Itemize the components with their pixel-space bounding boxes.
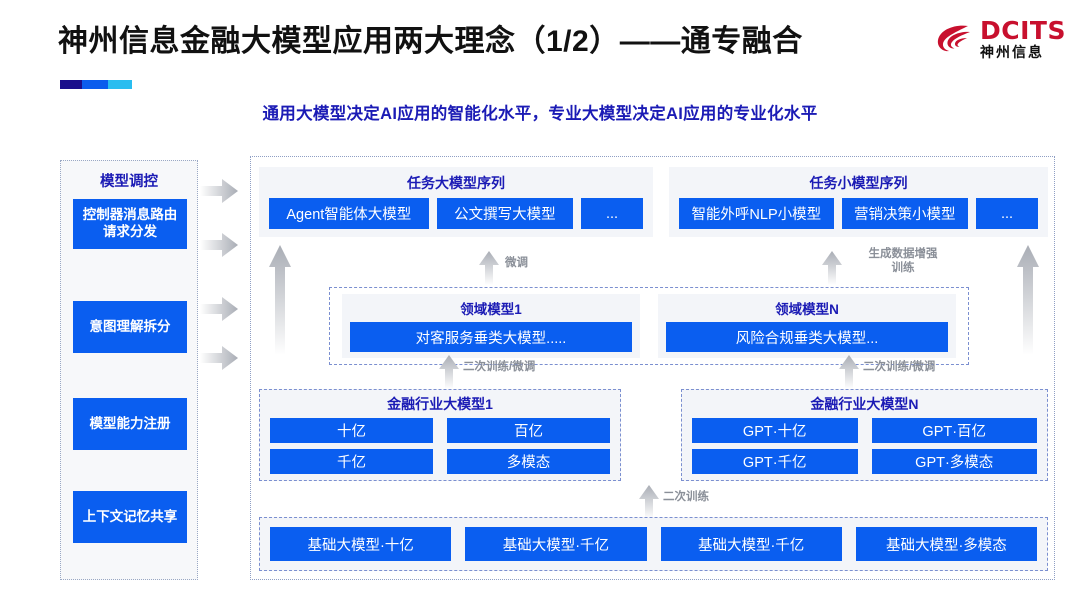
control-item-capability-registry[interactable]: 模型能力注册 — [73, 398, 187, 450]
logo-cn-text: 神州信息 — [980, 44, 1045, 60]
flow-label-retrain-finetune-right: 二次训练/微调 — [863, 361, 936, 373]
chip-outbound-nlp-model[interactable]: 智能外呼NLP小模型 — [679, 198, 834, 229]
flow-arrow-right-1 — [200, 178, 238, 204]
industry-n-cell-4[interactable]: GPT·多模态 — [871, 449, 1037, 474]
domain-model-1: 领域模型1 对客服务垂类大模型..... — [342, 294, 640, 358]
industry-model-1-title: 金融行业大模型1 — [387, 396, 493, 412]
model-control-panel-title: 模型调控 — [100, 174, 158, 190]
accent-segment-3 — [107, 80, 132, 89]
flow-label-data-augmentation: 生成数据增强 训练 — [868, 248, 938, 275]
chip-doc-writing-model[interactable]: 公文撰写大模型 — [436, 198, 573, 229]
control-item-router[interactable]: 控制器消息路由请求分发 — [73, 199, 187, 249]
industry-n-cell-2[interactable]: GPT·百亿 — [871, 418, 1037, 443]
industry-model-n-title: 金融行业大模型N — [810, 396, 919, 412]
flow-arrow-right-3 — [200, 296, 238, 322]
flow-arrow-up-outer-right — [1017, 245, 1039, 355]
flow-arrow-up-outer-left — [269, 245, 291, 355]
base-model-1[interactable]: 基础大模型·十亿 — [270, 527, 452, 561]
chip-agent-model[interactable]: Agent智能体大模型 — [269, 198, 429, 229]
base-model-2[interactable]: 基础大模型·千亿 — [465, 527, 647, 561]
flow-arrow-up-retrain-right — [839, 355, 859, 389]
domain-model-container: 领域模型1 对客服务垂类大模型..... 领域模型N 风险合规垂类大模型... — [329, 287, 969, 365]
domain-model-n-title: 领域模型N — [775, 302, 839, 317]
task-large-model-chip-row: Agent智能体大模型 公文撰写大模型 ... — [259, 193, 653, 229]
task-large-model-title: 任务大模型序列 — [407, 175, 505, 191]
chip-more-large[interactable]: ... — [581, 198, 643, 229]
page-subtitle: 通用大模型决定AI应用的智能化水平，专业大模型决定AI应用的专业化水平 — [262, 105, 818, 123]
control-item-context-memory[interactable]: 上下文记忆共享 — [73, 491, 187, 543]
dcits-swirl-icon — [934, 19, 974, 59]
logo-en-text: DCITS — [980, 16, 1066, 45]
industry-model-1-box: 金融行业大模型1 十亿 百亿 千亿 多模态 — [259, 389, 621, 481]
flow-label-finetune: 微调 — [505, 257, 528, 269]
domain-model-1-item[interactable]: 对客服务垂类大模型..... — [350, 322, 632, 352]
base-model-4[interactable]: 基础大模型·多模态 — [855, 527, 1037, 561]
task-small-model-title: 任务小模型序列 — [809, 175, 908, 191]
company-logo: DCITS 神州信息 — [934, 18, 1066, 59]
flow-arrow-up-finetune — [479, 251, 499, 285]
industry-n-cell-3[interactable]: GPT·千亿 — [692, 449, 858, 474]
model-architecture-diagram: 任务大模型序列 Agent智能体大模型 公文撰写大模型 ... 任务小模型序列 … — [250, 156, 1055, 580]
industry-model-n-box: 金融行业大模型N GPT·十亿 GPT·百亿 GPT·千亿 GPT·多模态 — [681, 389, 1048, 481]
chip-more-small[interactable]: ... — [976, 198, 1038, 229]
flow-arrow-right-4 — [200, 345, 238, 371]
industry-1-cell-1[interactable]: 十亿 — [270, 418, 433, 443]
chip-marketing-decision-model[interactable]: 营销决策小模型 — [841, 198, 968, 229]
logo-text: DCITS 神州信息 — [980, 18, 1066, 59]
accent-segment-2 — [81, 80, 108, 89]
industry-model-n-grid: GPT·十亿 GPT·百亿 GPT·千亿 GPT·多模态 — [692, 418, 1037, 474]
flow-arrow-up-retrain-base — [639, 485, 659, 519]
domain-model-n: 领域模型N 风险合规垂类大模型... — [658, 294, 956, 358]
flow-arrow-right-2 — [200, 232, 238, 258]
accent-segment-1 — [60, 80, 82, 89]
task-large-model-panel: 任务大模型序列 Agent智能体大模型 公文撰写大模型 ... — [259, 167, 653, 237]
flow-label-retrain-finetune-left: 二次训练/微调 — [463, 361, 536, 373]
domain-model-n-item[interactable]: 风险合规垂类大模型... — [666, 322, 948, 352]
flow-arrow-up-retrain-left — [439, 355, 459, 389]
base-model-container: 基础大模型·十亿 基础大模型·千亿 基础大模型·千亿 基础大模型·多模态 — [259, 517, 1048, 571]
industry-1-cell-3[interactable]: 千亿 — [270, 449, 433, 474]
domain-model-1-title: 领域模型1 — [460, 302, 522, 317]
control-item-intent[interactable]: 意图理解拆分 — [73, 301, 187, 353]
title-accent-bar — [60, 80, 132, 89]
industry-1-cell-2[interactable]: 百亿 — [447, 418, 610, 443]
page-title: 神州信息金融大模型应用两大理念（1/2）——通专融合 — [58, 25, 803, 58]
model-control-panel: 模型调控 控制器消息路由请求分发 意图理解拆分 模型能力注册 上下文记忆共享 — [60, 160, 198, 580]
task-small-model-chip-row: 智能外呼NLP小模型 营销决策小模型 ... — [669, 193, 1048, 229]
industry-1-cell-4[interactable]: 多模态 — [447, 449, 610, 474]
flow-arrow-up-data-aug — [822, 251, 842, 285]
industry-model-1-grid: 十亿 百亿 千亿 多模态 — [270, 418, 610, 474]
task-small-model-panel: 任务小模型序列 智能外呼NLP小模型 营销决策小模型 ... — [669, 167, 1048, 237]
flow-label-retrain: 二次训练 — [663, 491, 709, 503]
industry-n-cell-1[interactable]: GPT·十亿 — [692, 418, 858, 443]
base-model-3[interactable]: 基础大模型·千亿 — [660, 527, 842, 561]
